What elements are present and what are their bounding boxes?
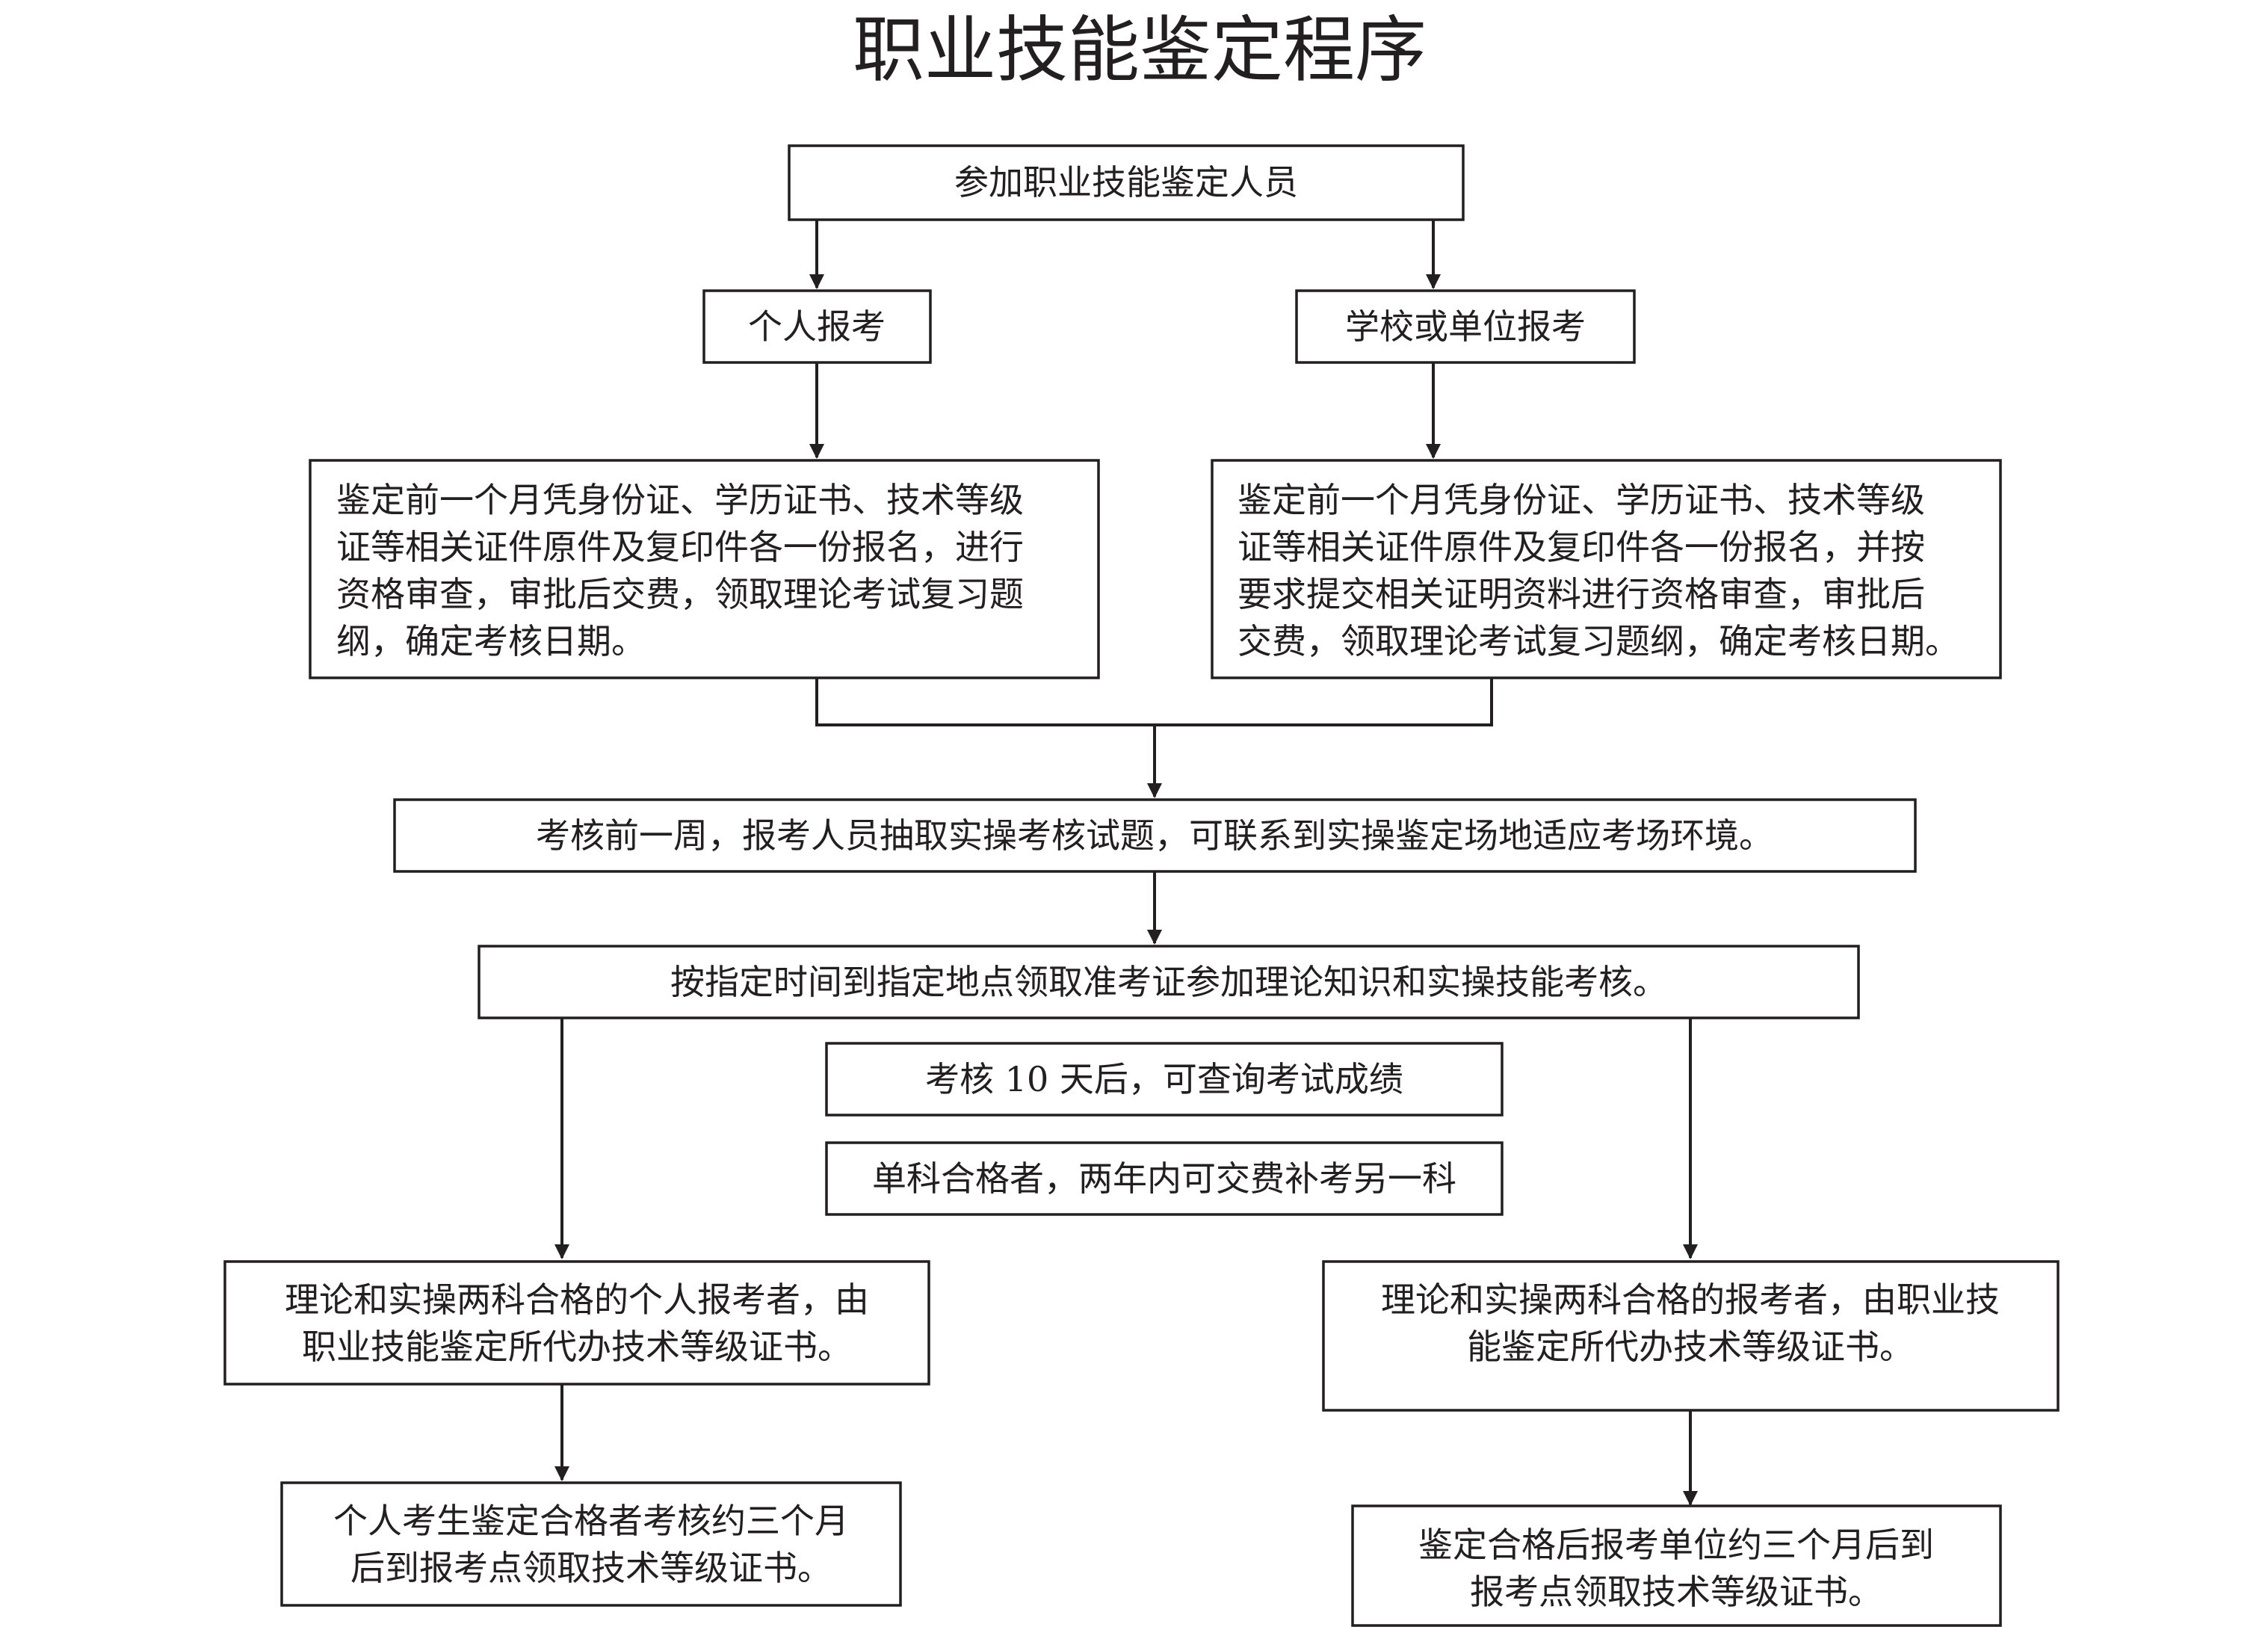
svg-text:个人考生鉴定合格者考核约三个月: 个人考生鉴定合格者考核约三个月 [333, 1501, 849, 1541]
svg-text:后到报考点领取技术等级证书。: 后到报考点领取技术等级证书。 [350, 1548, 832, 1588]
node-week-before: 考核前一周，报考人员抽取实操考核试题，可联系到实操鉴定场地适应考场环境。 [393, 798, 1917, 873]
svg-text:证等相关证件原件及复印件各一份报名，进行: 证等相关证件原件及复印件各一份报名，进行 [336, 527, 1024, 567]
svg-text:资格审查，审批后交费，领取理论考试复习题: 资格审查，审批后交费，领取理论考试复习题 [336, 574, 1024, 614]
node-org-cert: 鉴定合格后报考单位约三个月后到 报考点领取技术等级证书。 [1351, 1504, 2002, 1627]
svg-text:按指定时间到指定地点领取准考证参加理论知识和实操技能考核。: 按指定时间到指定地点领取准考证参加理论知识和实操技能考核。 [670, 962, 1667, 1002]
node-personal-cert: 个人考生鉴定合格者考核约三个月 后到报考点领取技术等级证书。 [280, 1481, 902, 1607]
page-title: 职业技能鉴定程序 [853, 8, 1427, 92]
svg-text:职业技能鉴定所代办技术等级证书。: 职业技能鉴定所代办技术等级证书。 [302, 1327, 852, 1367]
node-org-apply: 学校或单位报考 [1295, 289, 1636, 364]
node-personal-review: 鉴定前一个月凭身份证、学历证书、技术等级 证等相关证件原件及复印件各一份报名，进… [309, 459, 1100, 679]
node-personal-pass: 理论和实操两科合格的个人报考者，由 职业技能鉴定所代办技术等级证书。 [223, 1260, 930, 1386]
svg-text:报考点领取技术等级证书。: 报考点领取技术等级证书。 [1470, 1572, 1882, 1612]
svg-text:个人报考: 个人报考 [748, 306, 886, 347]
connectors [554, 220, 1698, 1506]
merge-line [815, 678, 1493, 726]
node-org-pass: 理论和实操两科合格的报考者，由职业技 能鉴定所代办技术等级证书。 [1322, 1260, 2060, 1412]
svg-text:纲，确定考核日期。: 纲，确定考核日期。 [336, 621, 646, 661]
svg-text:考核 10 天后，可查询考试成绩: 考核 10 天后，可查询考试成绩 [925, 1059, 1403, 1099]
svg-text:参加职业技能鉴定人员: 参加职业技能鉴定人员 [954, 162, 1298, 203]
node-org-review: 鉴定前一个月凭身份证、学历证书、技术等级 证等相关证件原件及复印件各一份报名，并… [1211, 459, 2002, 679]
node-start: 参加职业技能鉴定人员 [788, 144, 1465, 221]
svg-text:能鉴定所代办技术等级证书。: 能鉴定所代办技术等级证书。 [1467, 1327, 1914, 1367]
svg-text:考核前一周，报考人员抽取实操考核试题，可联系到实操鉴定场地适: 考核前一周，报考人员抽取实操考核试题，可联系到实操鉴定场地适应考场环境。 [536, 815, 1773, 856]
svg-text:交费，领取理论考试复习题纲，确定考核日期。: 交费，领取理论考试复习题纲，确定考核日期。 [1237, 621, 1959, 661]
note-retake: 单科合格者，两年内可交费补考另一科 [825, 1141, 1504, 1216]
node-personal-apply: 个人报考 [702, 289, 932, 364]
note-score: 考核 10 天后，可查询考试成绩 [825, 1042, 1504, 1117]
svg-text:要求提交相关证明资料进行资格审查，审批后: 要求提交相关证明资料进行资格审查，审批后 [1237, 574, 1925, 614]
svg-text:学校或单位报考: 学校或单位报考 [1345, 306, 1586, 347]
svg-text:鉴定前一个月凭身份证、学历证书、技术等级: 鉴定前一个月凭身份证、学历证书、技术等级 [1237, 480, 1925, 520]
svg-text:鉴定合格后报考单位约三个月后到: 鉴定合格后报考单位约三个月后到 [1418, 1525, 1934, 1565]
svg-text:证等相关证件原件及复印件各一份报名，并按: 证等相关证件原件及复印件各一份报名，并按 [1237, 527, 1925, 567]
svg-text:单科合格者，两年内可交费补考另一科: 单科合格者，两年内可交费补考另一科 [872, 1158, 1456, 1199]
svg-text:理论和实操两科合格的个人报考者，由: 理论和实操两科合格的个人报考者，由 [285, 1279, 869, 1320]
node-exam: 按指定时间到指定地点领取准考证参加理论知识和实操技能考核。 [478, 945, 1860, 1019]
svg-text:鉴定前一个月凭身份证、学历证书、技术等级: 鉴定前一个月凭身份证、学历证书、技术等级 [336, 480, 1024, 520]
svg-text:理论和实操两科合格的报考者，由职业技: 理论和实操两科合格的报考者，由职业技 [1381, 1279, 2000, 1320]
